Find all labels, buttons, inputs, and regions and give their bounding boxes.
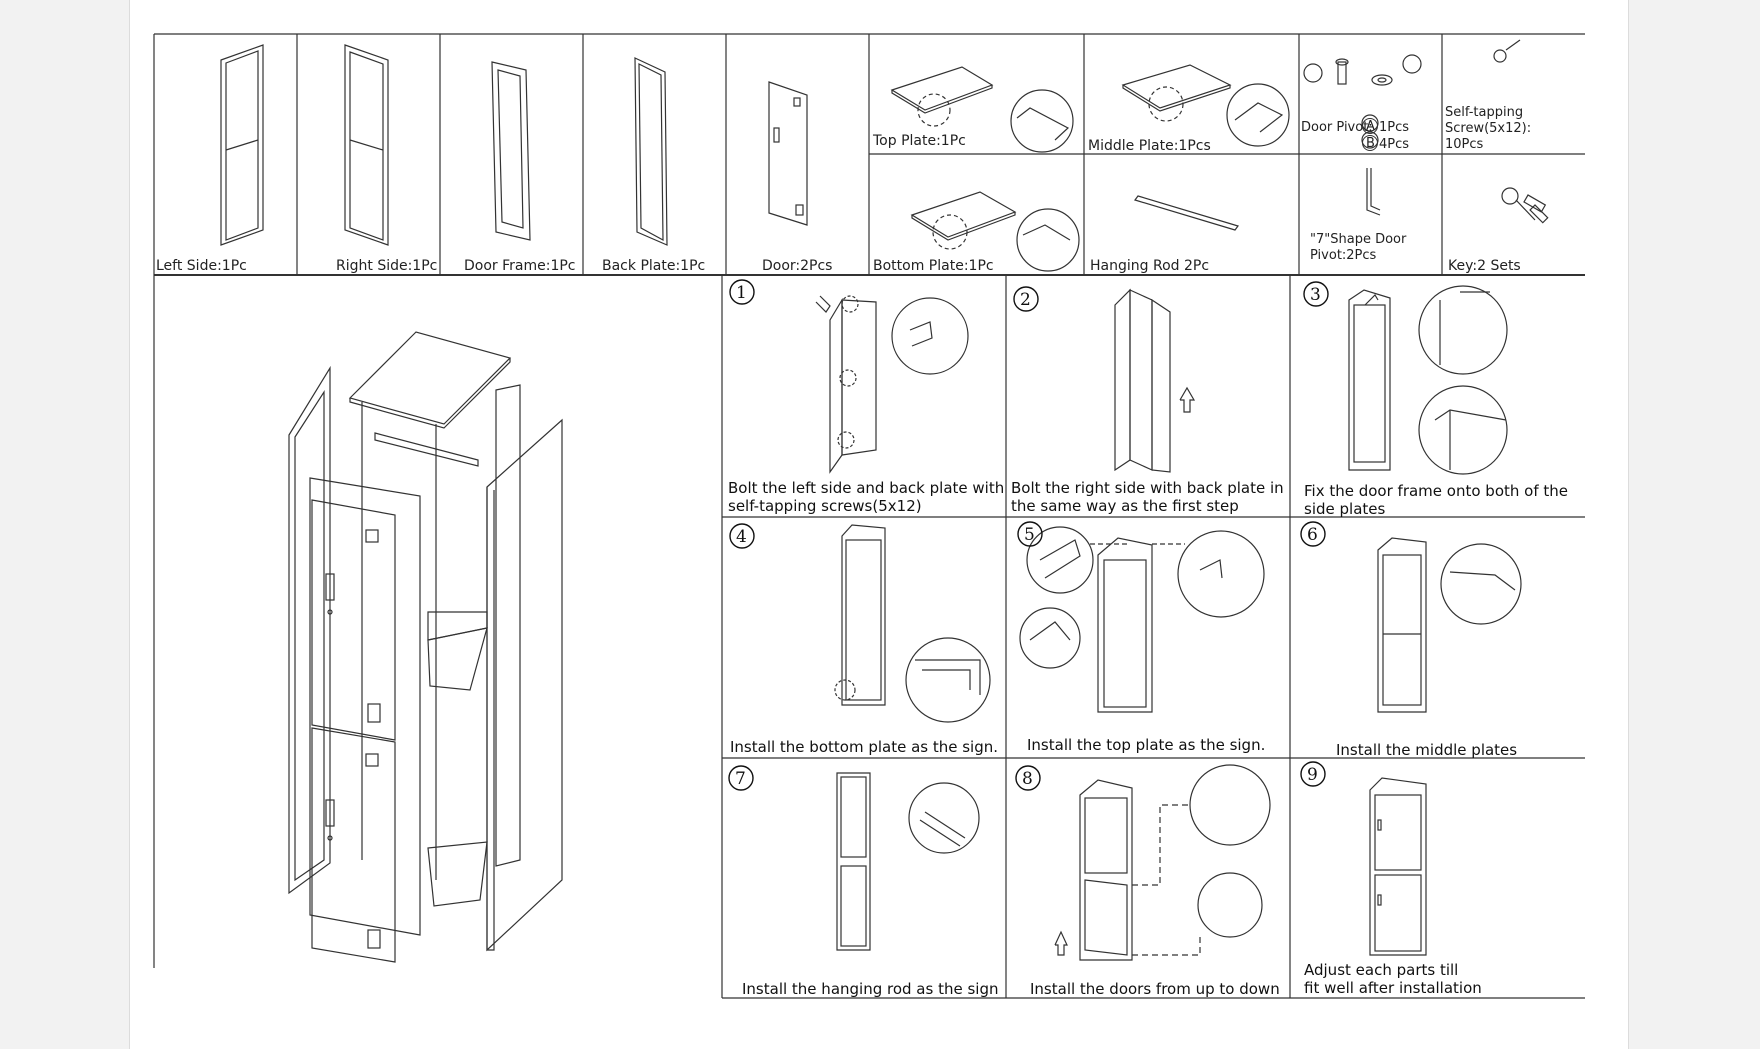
label-back-plate: Back Plate:1Pc [602,258,705,274]
steps-grid [721,275,1585,999]
seven-pivot-drawing [1366,168,1381,216]
label-key: Key:2 Sets [1448,258,1521,274]
step-6-drawing [1377,537,1522,713]
step-2-caption-line1: Bolt the right side with back plate in [1011,479,1284,497]
door-frame-drawing [491,61,531,241]
label-pivot-a-letter: A [1366,119,1375,134]
middle-plate-drawing [1121,64,1290,147]
label-right-side: Right Side:1Pc [336,258,437,274]
step-7-caption-line1: Install the hanging rod as the sign [742,980,998,998]
instruction-page: Left Side:1Pc Right Side:1Pc Door Frame:… [129,0,1629,1049]
assembly-diagram: Left Side:1Pc Right Side:1Pc Door Frame:… [153,33,1585,999]
part-labels: Left Side:1Pc Right Side:1Pc Door Frame:… [156,105,1531,274]
back-plate-drawing [634,57,668,246]
step-7-drawing [836,772,980,951]
label-bottom-plate: Bottom Plate:1Pc [873,258,994,274]
step-5-number: 5 [1024,525,1035,545]
step-9-caption-line2: fit well after installation [1304,979,1482,997]
step-4-drawing [834,524,991,723]
bottom-plate-drawing [910,191,1080,272]
screw-drawing [1493,39,1521,63]
label-middle-plate: Middle Plate:1Pcs [1088,138,1211,154]
keys-drawing [1501,187,1549,224]
step-1-caption-line1: Bolt the left side and back plate with [728,479,1004,497]
step-9-caption-line1: Adjust each parts till [1304,961,1458,979]
label-screw-line3: 10Pcs [1445,137,1484,152]
step-8-caption-line1: Install the doors from up to down [1030,980,1280,998]
label-seven-pivot-line2: Pivot:2Pcs [1310,248,1377,263]
step-6-caption-line1: Install the middle plates [1336,741,1517,759]
parts-grid [153,33,1585,968]
step-8-number: 8 [1022,769,1033,789]
label-door-pivot-a-qty: 1Pcs [1379,120,1409,135]
step-5-caption-line1: Install the top plate as the sign. [1027,736,1265,754]
top-plate-drawing [890,66,1074,153]
step-3-caption-line2: side plates [1304,500,1385,518]
step-7-number: 7 [735,769,746,789]
hanging-rod-drawing [1134,195,1239,231]
left-side-drawing [220,44,264,246]
step-1-number: 1 [736,283,747,303]
step-4-number: 4 [736,527,747,547]
step-2-number: 2 [1020,290,1031,310]
step-3-drawing [1348,285,1508,475]
label-door-frame: Door Frame:1Pc [464,258,576,274]
label-top-plate: Top Plate:1Pc [872,133,966,149]
step-labels: 1 Bolt the left side and back plate with… [728,279,1568,998]
label-hanging-rod: Hanging Rod 2Pc [1090,258,1209,274]
door-pivot-drawing [1303,54,1422,149]
label-door: Door:2Pcs [762,258,832,274]
step-2-caption-line2: the same way as the first step [1011,497,1239,515]
label-door-pivot-b-qty: 4Pcs [1379,137,1409,152]
step-5-drawing [1019,526,1265,713]
step-2-drawing [1114,288,1196,473]
label-pivot-b-letter: B [1366,136,1375,151]
label-screw-line2: Screw(5x12): [1445,121,1531,136]
label-screw-line1: Self-tapping [1445,105,1523,120]
exploded-view-drawing [288,331,563,963]
step-9-number: 9 [1307,765,1318,785]
step-3-caption-line1: Fix the door frame onto both of the [1304,482,1568,500]
step-3-number: 3 [1310,285,1321,305]
step-8-drawing [1054,764,1271,961]
label-seven-pivot-line1: "7"Shape Door [1310,232,1407,247]
step-9-drawing [1369,777,1427,956]
step-1-caption-line2: self-tapping screws(5x12) [728,497,922,515]
door-drawing [768,81,808,226]
step-4-caption-line1: Install the bottom plate as the sign. [730,738,998,756]
step-1-drawing [815,295,969,474]
step-6-number: 6 [1307,525,1318,545]
label-left-side: Left Side:1Pc [156,258,247,274]
label-door-pivot: Door Pivot: [1301,120,1373,135]
right-side-drawing [344,44,389,246]
